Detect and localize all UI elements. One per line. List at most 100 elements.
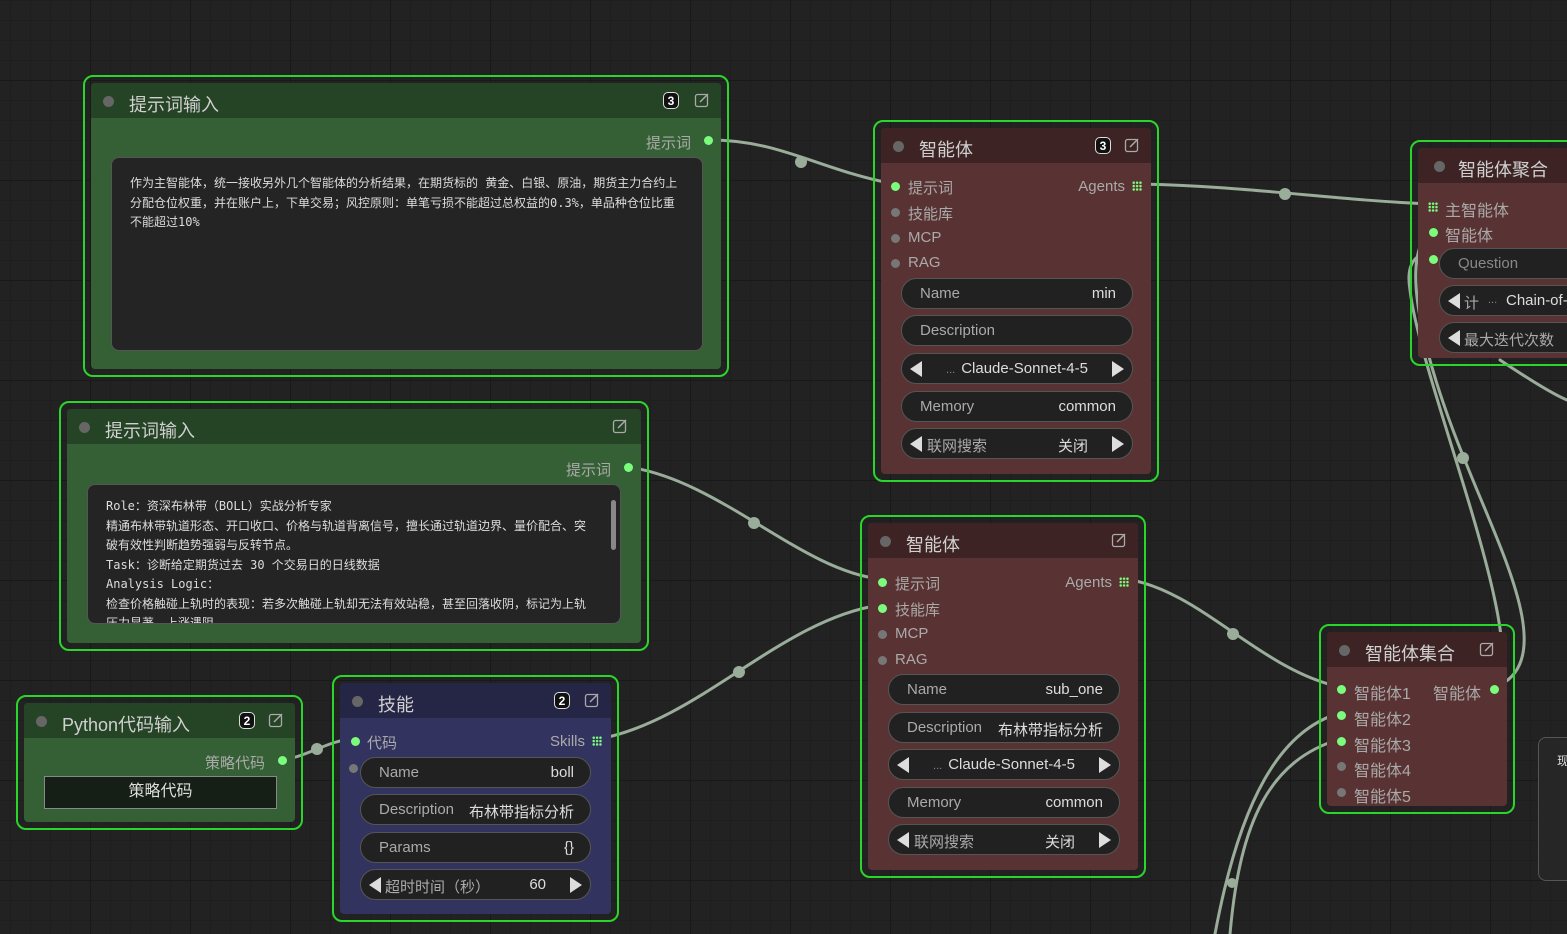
prev-arrow-icon[interactable]: [897, 757, 909, 773]
next-arrow-icon[interactable]: [1112, 436, 1124, 452]
prev-arrow-icon[interactable]: [910, 361, 922, 377]
code-input-field[interactable]: 策略代码: [44, 776, 277, 809]
input-slot-mcp[interactable]: [891, 234, 900, 243]
input-slot-skills[interactable]: [891, 208, 900, 217]
output-label-skills: Skills: [549, 733, 585, 750]
status-dot-icon[interactable]: [36, 716, 47, 727]
node-title: 智能体集合: [1365, 644, 1455, 664]
node-header[interactable]: 提示词输入: [67, 409, 641, 444]
node-header[interactable]: 智能体 3: [881, 128, 1151, 163]
edit-icon[interactable]: [694, 92, 710, 108]
node-header[interactable]: 提示词输入 3: [91, 83, 721, 118]
grid-icon[interactable]: [1428, 202, 1438, 212]
max-iterations-stepper[interactable]: 最大迭代次数: [1439, 322, 1567, 353]
prev-arrow-icon[interactable]: [1448, 293, 1460, 309]
output-slot-prompt[interactable]: [704, 136, 713, 145]
timeout-stepper[interactable]: 超时时间（秒） 60: [360, 869, 591, 900]
input-slot-agent-4[interactable]: [1337, 762, 1346, 771]
memory-field[interactable]: Memory common: [901, 391, 1133, 422]
status-dot-icon[interactable]: [79, 422, 90, 433]
edit-icon[interactable]: [1111, 532, 1127, 548]
agent-aggregate-node[interactable]: 智能体聚合 主智能体 智能体 Question 计 ... Chain-of- …: [1410, 140, 1567, 366]
input-slot-mcp[interactable]: [878, 630, 887, 639]
node-header[interactable]: 技能 2: [340, 683, 611, 718]
web-search-toggle[interactable]: 联网搜索 关闭: [888, 824, 1120, 855]
model-selector[interactable]: ...Claude-Sonnet-4-5: [888, 749, 1120, 780]
status-dot-icon[interactable]: [880, 536, 891, 547]
agent-node-2[interactable]: 智能体 提示词 Agents 技能库 MCP RAG Name sub_one …: [860, 515, 1146, 878]
input-slot-question[interactable]: [1429, 255, 1438, 264]
status-dot-icon[interactable]: [352, 696, 363, 707]
input-slot-agent-3[interactable]: [1337, 737, 1346, 746]
name-field[interactable]: Name sub_one: [888, 674, 1120, 705]
name-field[interactable]: Name min: [901, 278, 1133, 309]
node-header[interactable]: 智能体集合: [1327, 632, 1507, 667]
edit-icon[interactable]: [612, 418, 628, 434]
question-input[interactable]: Question: [1439, 248, 1567, 279]
prev-arrow-icon[interactable]: [1448, 330, 1460, 346]
description-field[interactable]: Description 布林带指标分析: [888, 712, 1120, 743]
input-slot-skills[interactable]: [878, 604, 887, 613]
offscreen-node-partial[interactable]: 现: [1538, 737, 1567, 881]
node-header[interactable]: 智能体聚合: [1418, 148, 1567, 183]
edit-icon[interactable]: [268, 712, 284, 728]
python-code-input-node[interactable]: Python代码输入 2 策略代码 策略代码: [16, 695, 303, 830]
input-slot-agent-1[interactable]: [1337, 685, 1346, 694]
increment-arrow-icon[interactable]: [570, 877, 582, 893]
prev-arrow-icon[interactable]: [910, 436, 922, 452]
input-slot-prompt[interactable]: [891, 182, 900, 191]
output-slot-agent[interactable]: [1490, 685, 1499, 694]
edit-icon[interactable]: [1479, 641, 1495, 657]
grid-icon[interactable]: [592, 736, 602, 746]
edit-icon[interactable]: [1124, 137, 1140, 153]
output-label-prompt: 提示词: [565, 462, 611, 479]
strategy-selector[interactable]: 计 ... Chain-of-: [1439, 285, 1567, 316]
input-label-agent-3: 智能体3: [1354, 738, 1411, 755]
input-slot-agent-5[interactable]: [1337, 788, 1346, 797]
edit-icon[interactable]: [584, 692, 600, 708]
status-dot-icon[interactable]: [893, 141, 904, 152]
name-field[interactable]: Name boll: [360, 757, 591, 788]
status-dot-icon[interactable]: [1434, 161, 1445, 172]
memory-field[interactable]: Memory common: [888, 787, 1120, 818]
status-dot-icon[interactable]: [1339, 645, 1350, 656]
grid-icon[interactable]: [1119, 577, 1129, 587]
input-slot-prompt[interactable]: [878, 578, 887, 587]
input-slot-agent[interactable]: [1429, 228, 1438, 237]
node-header[interactable]: Python代码输入 2: [24, 703, 295, 738]
prompt-input-node-2[interactable]: 提示词输入 提示词 Role：资深布林带（BOLL）实战分析专家 精通布林带轨道…: [59, 401, 649, 651]
web-search-toggle[interactable]: 联网搜索 关闭: [901, 428, 1133, 459]
input-slot-code[interactable]: [351, 737, 360, 746]
prev-arrow-icon[interactable]: [897, 832, 909, 848]
agent-collection-node[interactable]: 智能体集合 智能体1 智能体 智能体2 智能体3 智能体4 智能体5: [1319, 624, 1515, 814]
model-selector[interactable]: ...Claude-Sonnet-4-5: [901, 353, 1133, 384]
input-label-mcp: MCP: [895, 625, 929, 642]
node-header[interactable]: 智能体: [868, 523, 1138, 558]
input-slot-widget[interactable]: [349, 764, 358, 773]
node-title: 智能体: [906, 535, 960, 555]
prompt-textarea[interactable]: Role：资深布林带（BOLL）实战分析专家 精通布林带轨道形态、开口收口、价格…: [87, 484, 621, 624]
textarea-scrollbar[interactable]: [611, 500, 616, 550]
status-dot-icon[interactable]: [103, 96, 114, 107]
output-slot-code[interactable]: [278, 756, 287, 765]
input-slot-agent-2[interactable]: [1337, 711, 1346, 720]
input-label-prompt: 提示词: [895, 576, 941, 593]
skill-node[interactable]: 技能 2 代码 Skills Name boll Description 布林带…: [332, 675, 619, 922]
agent-node-1[interactable]: 智能体 3 提示词 Agents 技能库 MCP RAG Name min De…: [873, 120, 1159, 482]
input-label-agent-2: 智能体2: [1354, 712, 1411, 729]
description-field[interactable]: Description: [901, 315, 1133, 346]
input-label-mcp: MCP: [908, 229, 942, 246]
params-field[interactable]: Params {}: [360, 832, 591, 863]
output-slot-prompt[interactable]: [624, 463, 633, 472]
input-slot-rag[interactable]: [891, 259, 900, 268]
description-field[interactable]: Description 布林带指标分析: [360, 794, 591, 825]
prompt-textarea[interactable]: 作为主智能体，统一接收另外几个智能体的分析结果，在期货标的 黄金、白银、原油，期…: [111, 157, 703, 351]
next-arrow-icon[interactable]: [1099, 757, 1111, 773]
next-arrow-icon[interactable]: [1099, 832, 1111, 848]
input-label-agent: 智能体: [1445, 228, 1494, 245]
prompt-input-node-1[interactable]: 提示词输入 3 提示词 作为主智能体，统一接收另外几个智能体的分析结果，在期货标…: [83, 75, 729, 377]
next-arrow-icon[interactable]: [1112, 361, 1124, 377]
decrement-arrow-icon[interactable]: [369, 877, 381, 893]
input-slot-rag[interactable]: [878, 656, 887, 665]
grid-icon[interactable]: [1132, 181, 1142, 191]
